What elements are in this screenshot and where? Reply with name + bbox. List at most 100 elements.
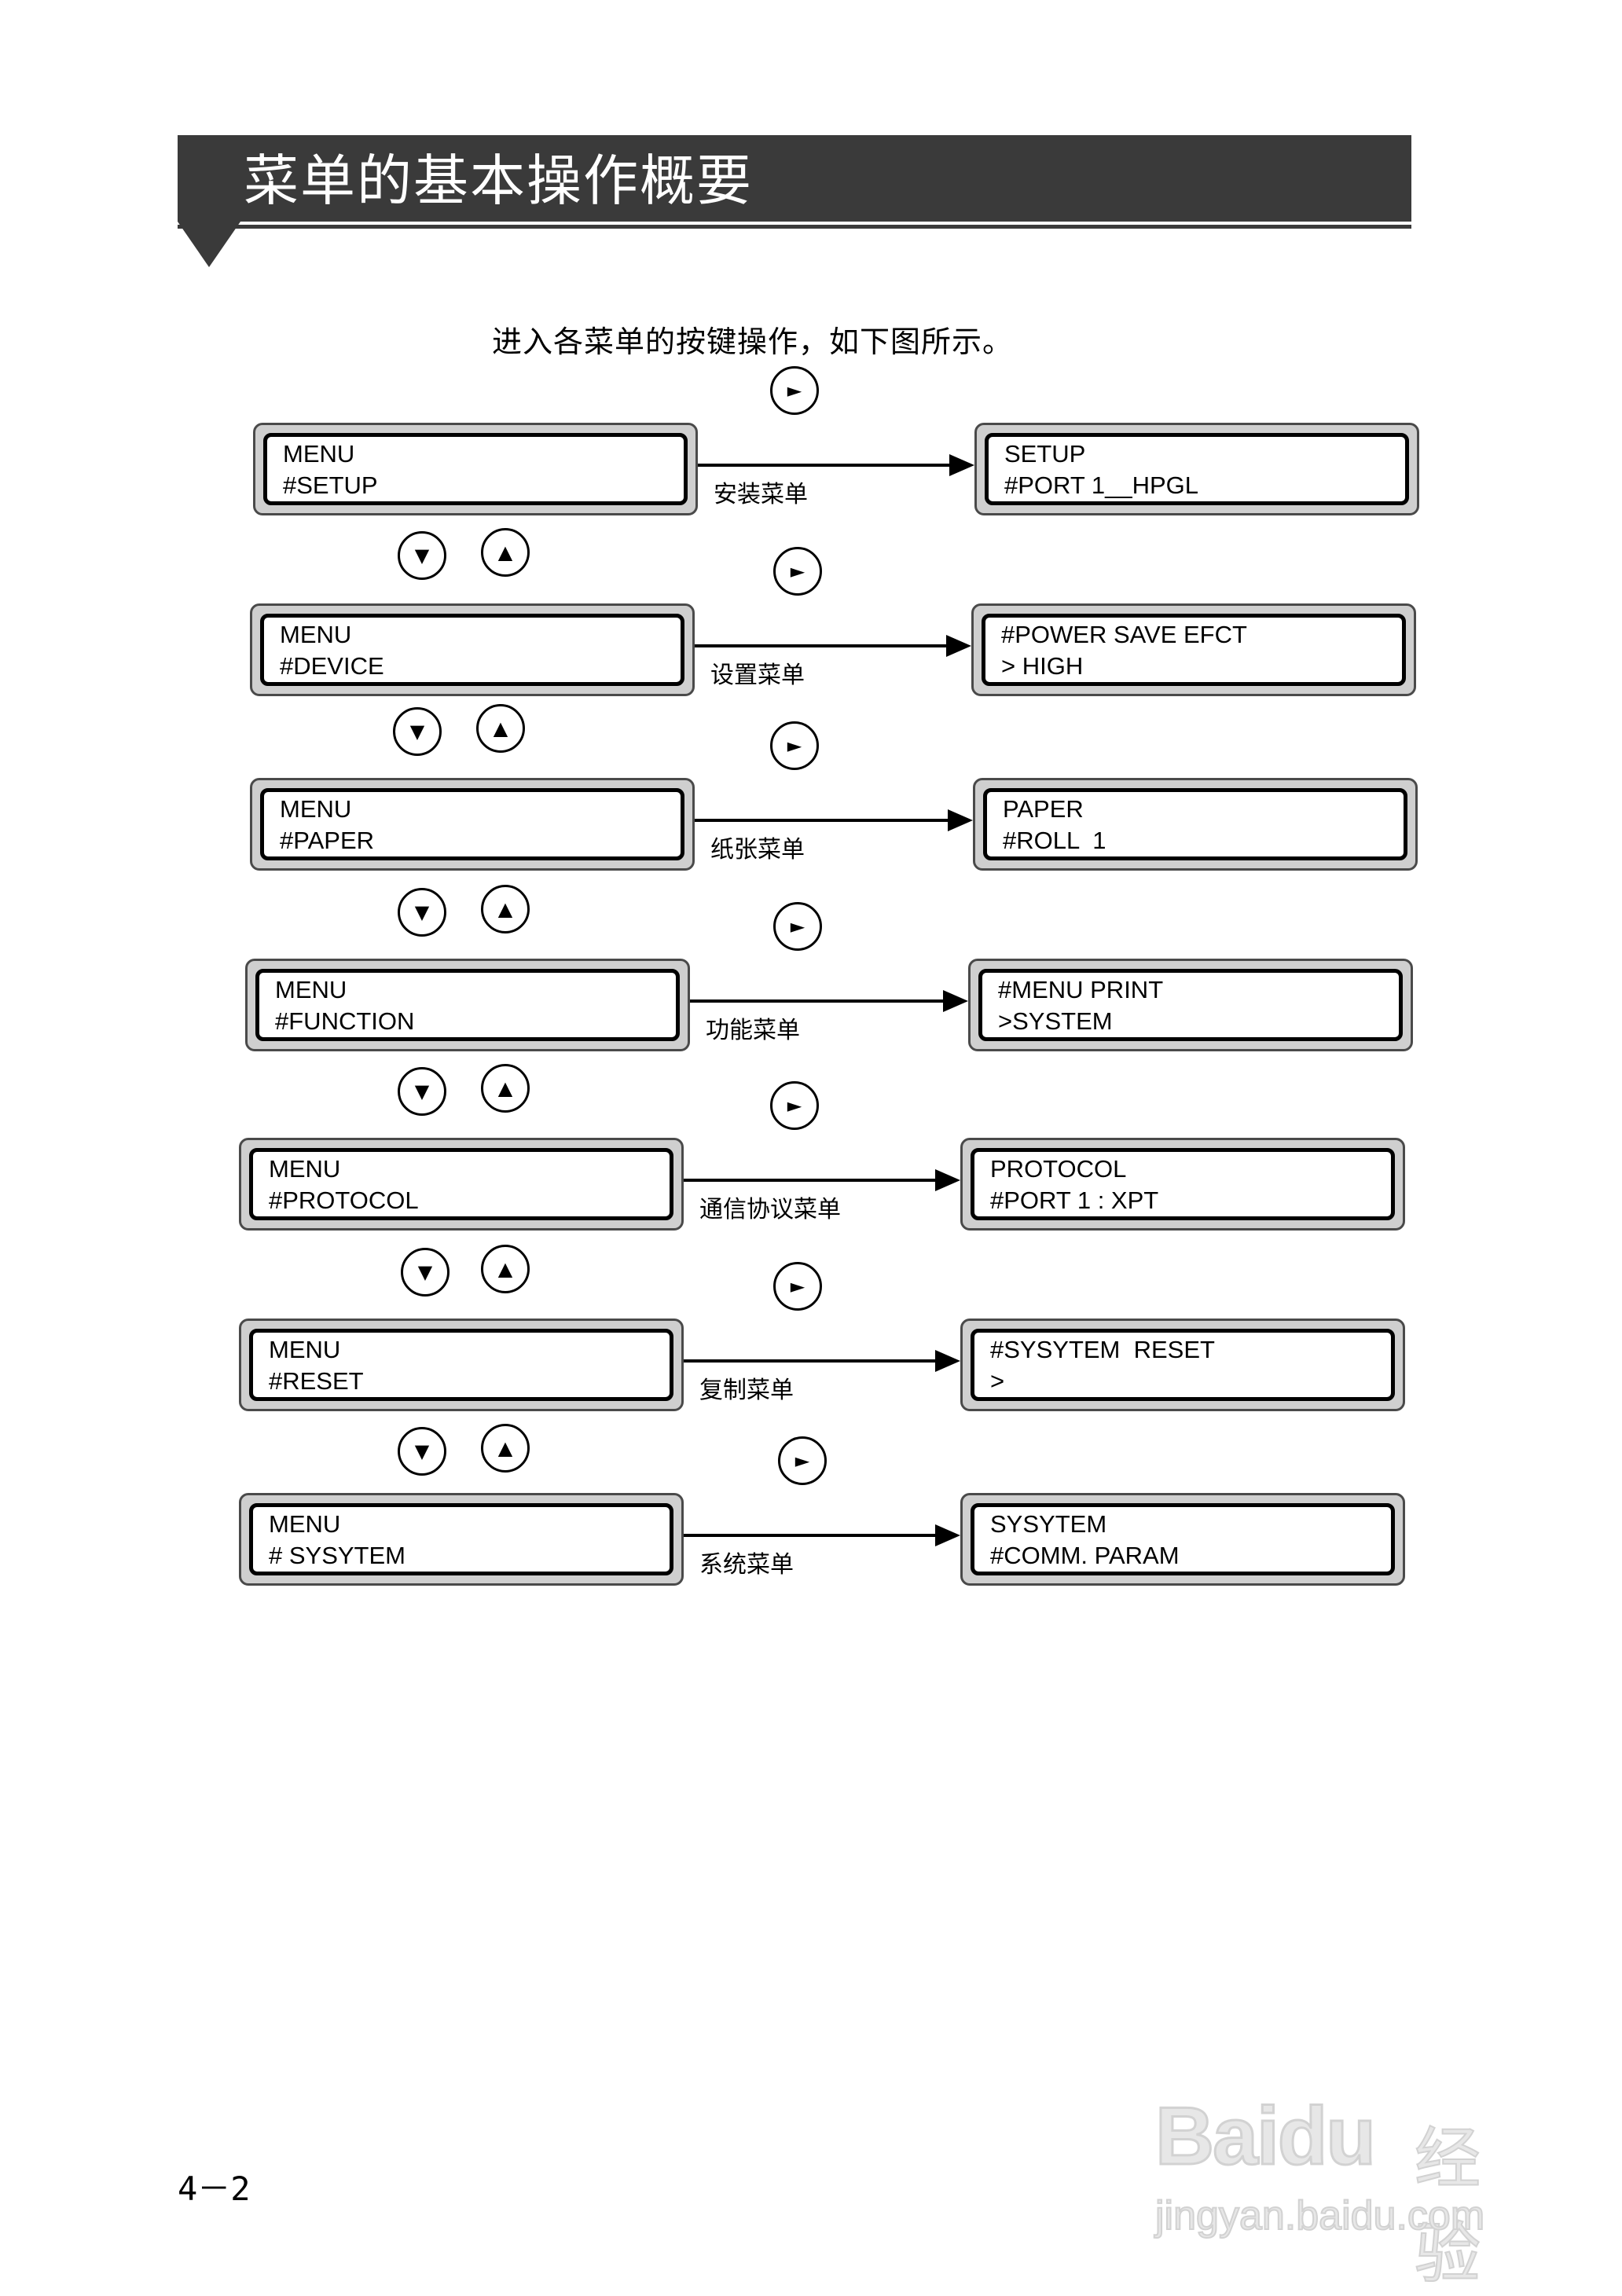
down-key-button[interactable]: ▼ xyxy=(393,707,442,756)
lcd-line: #RESET xyxy=(269,1367,364,1395)
flow-arrow xyxy=(695,644,948,647)
down-key-button[interactable]: ▼ xyxy=(398,531,446,580)
lcd-line: #FUNCTION xyxy=(275,1007,415,1035)
arrow-head xyxy=(943,990,968,1012)
menu-display-left: MENU #PAPER xyxy=(250,778,695,871)
up-key-button[interactable]: ▲ xyxy=(481,1245,530,1293)
right-key-button[interactable]: ► xyxy=(770,1081,819,1130)
right-key-button[interactable]: ► xyxy=(773,902,822,951)
submenu-label: 纸张菜单 xyxy=(710,836,805,864)
lcd-line: SETUP xyxy=(1004,440,1086,468)
right-key-button[interactable]: ► xyxy=(773,547,822,596)
lcd-line: #POWER SAVE EFCT xyxy=(1001,621,1247,648)
lcd-screen: MENU #FUNCTION xyxy=(255,969,680,1041)
right-key-button[interactable]: ► xyxy=(770,721,819,770)
menu-display-right: PROTOCOL #PORT 1 : XPT xyxy=(960,1138,1405,1231)
flow-arrow xyxy=(684,1534,937,1537)
lcd-screen: #POWER SAVE EFCT > HIGH xyxy=(982,614,1406,686)
lcd-line: MENU xyxy=(283,440,355,468)
menu-display-left: MENU #PROTOCOL xyxy=(239,1138,684,1231)
title-underline xyxy=(178,225,1411,229)
lcd-line: PAPER xyxy=(1003,795,1084,823)
lcd-screen: PAPER #ROLL 1 xyxy=(983,788,1407,860)
right-key-button[interactable]: ► xyxy=(770,366,819,415)
submenu-label: 通信协议菜单 xyxy=(699,1196,841,1223)
lcd-line: #PORT 1__HPGL xyxy=(1004,471,1198,499)
down-key-button[interactable]: ▼ xyxy=(398,1067,446,1116)
lcd-line: SYSYTEM xyxy=(990,1510,1107,1538)
down-key-button[interactable]: ▼ xyxy=(401,1248,450,1297)
lcd-screen: SYSYTEM #COMM. PARAM xyxy=(971,1503,1395,1575)
lcd-line: #SYSYTEM RESET xyxy=(990,1336,1215,1363)
lcd-line: #DEVICE xyxy=(280,652,384,680)
title-banner xyxy=(178,135,1411,222)
watermark-cn: 经验 xyxy=(1414,2119,1481,2293)
lcd-line: MENU xyxy=(269,1510,341,1538)
menu-display-left: MENU #SETUP xyxy=(253,423,698,515)
page-number: 4－2 xyxy=(178,2169,251,2208)
up-key-button[interactable]: ▲ xyxy=(481,528,530,577)
watermark-logo: Baidu 经验 jingyan.baidu.com xyxy=(1154,2059,1525,2294)
lcd-line: > xyxy=(990,1367,1005,1395)
up-key-button[interactable]: ▲ xyxy=(481,1424,530,1473)
down-key-button[interactable]: ▼ xyxy=(398,888,446,937)
lcd-line: #PORT 1 : XPT xyxy=(990,1187,1159,1214)
lcd-screen: MENU #PAPER xyxy=(260,788,684,860)
lcd-line: #ROLL 1 xyxy=(1003,827,1106,854)
up-key-button[interactable]: ▲ xyxy=(481,1064,530,1113)
menu-display-left: MENU #RESET xyxy=(239,1319,684,1411)
lcd-line: MENU xyxy=(280,621,352,648)
arrow-head xyxy=(949,454,974,476)
arrow-head xyxy=(946,635,971,657)
title-notch xyxy=(178,222,240,267)
intro-text: 进入各菜单的按键操作，如下图所示。 xyxy=(492,325,1014,359)
lcd-line: #SETUP xyxy=(283,471,378,499)
right-key-button[interactable]: ► xyxy=(778,1436,827,1485)
up-key-button[interactable]: ▲ xyxy=(481,885,530,933)
lcd-line: #PROTOCOL xyxy=(269,1187,419,1214)
lcd-screen: #MENU PRINT >SYSTEM xyxy=(978,969,1403,1041)
arrow-head xyxy=(935,1169,960,1191)
menu-display-right: #POWER SAVE EFCT > HIGH xyxy=(971,603,1416,696)
lcd-screen: MENU # SYSYTEM xyxy=(249,1503,673,1575)
lcd-screen: MENU #PROTOCOL xyxy=(249,1148,673,1220)
lcd-screen: MENU #DEVICE xyxy=(260,614,684,686)
flow-arrow xyxy=(695,819,949,822)
arrow-head xyxy=(935,1524,960,1546)
menu-display-left: MENU #DEVICE xyxy=(250,603,695,696)
submenu-label: 系统菜单 xyxy=(699,1551,794,1579)
up-key-button[interactable]: ▲ xyxy=(476,704,525,753)
lcd-line: #PAPER xyxy=(280,827,375,854)
lcd-line: >SYSTEM xyxy=(998,1007,1113,1035)
menu-display-right: SYSYTEM #COMM. PARAM xyxy=(960,1493,1405,1586)
lcd-line: PROTOCOL xyxy=(990,1155,1127,1183)
flow-arrow xyxy=(698,464,951,467)
lcd-line: MENU xyxy=(269,1336,341,1363)
arrow-head xyxy=(935,1350,960,1372)
submenu-label: 复制菜单 xyxy=(699,1377,794,1404)
right-key-button[interactable]: ► xyxy=(773,1262,822,1311)
lcd-line: # SYSYTEM xyxy=(269,1542,406,1569)
submenu-label: 功能菜单 xyxy=(706,1017,800,1044)
lcd-line: #COMM. PARAM xyxy=(990,1542,1180,1569)
lcd-screen: MENU #RESET xyxy=(249,1329,673,1401)
arrow-head xyxy=(948,809,973,831)
lcd-line: #MENU PRINT xyxy=(998,976,1164,1003)
lcd-line: > HIGH xyxy=(1001,652,1084,680)
menu-display-left: MENU #FUNCTION xyxy=(245,959,690,1051)
flow-arrow xyxy=(684,1179,937,1182)
submenu-label: 安装菜单 xyxy=(714,481,808,508)
menu-display-right: #MENU PRINT >SYSTEM xyxy=(968,959,1413,1051)
lcd-screen: MENU #SETUP xyxy=(263,433,688,505)
page-title: 菜单的基本操作概要 xyxy=(244,149,753,213)
down-key-button[interactable]: ▼ xyxy=(398,1427,446,1476)
menu-display-left: MENU # SYSYTEM xyxy=(239,1493,684,1586)
lcd-line: MENU xyxy=(275,976,347,1003)
lcd-screen: #SYSYTEM RESET > xyxy=(971,1329,1395,1401)
lcd-line: MENU xyxy=(280,795,352,823)
lcd-line: MENU xyxy=(269,1155,341,1183)
menu-display-right: #SYSYTEM RESET > xyxy=(960,1319,1405,1411)
menu-display-right: PAPER #ROLL 1 xyxy=(973,778,1418,871)
flow-arrow xyxy=(684,1359,937,1363)
lcd-screen: PROTOCOL #PORT 1 : XPT xyxy=(971,1148,1395,1220)
